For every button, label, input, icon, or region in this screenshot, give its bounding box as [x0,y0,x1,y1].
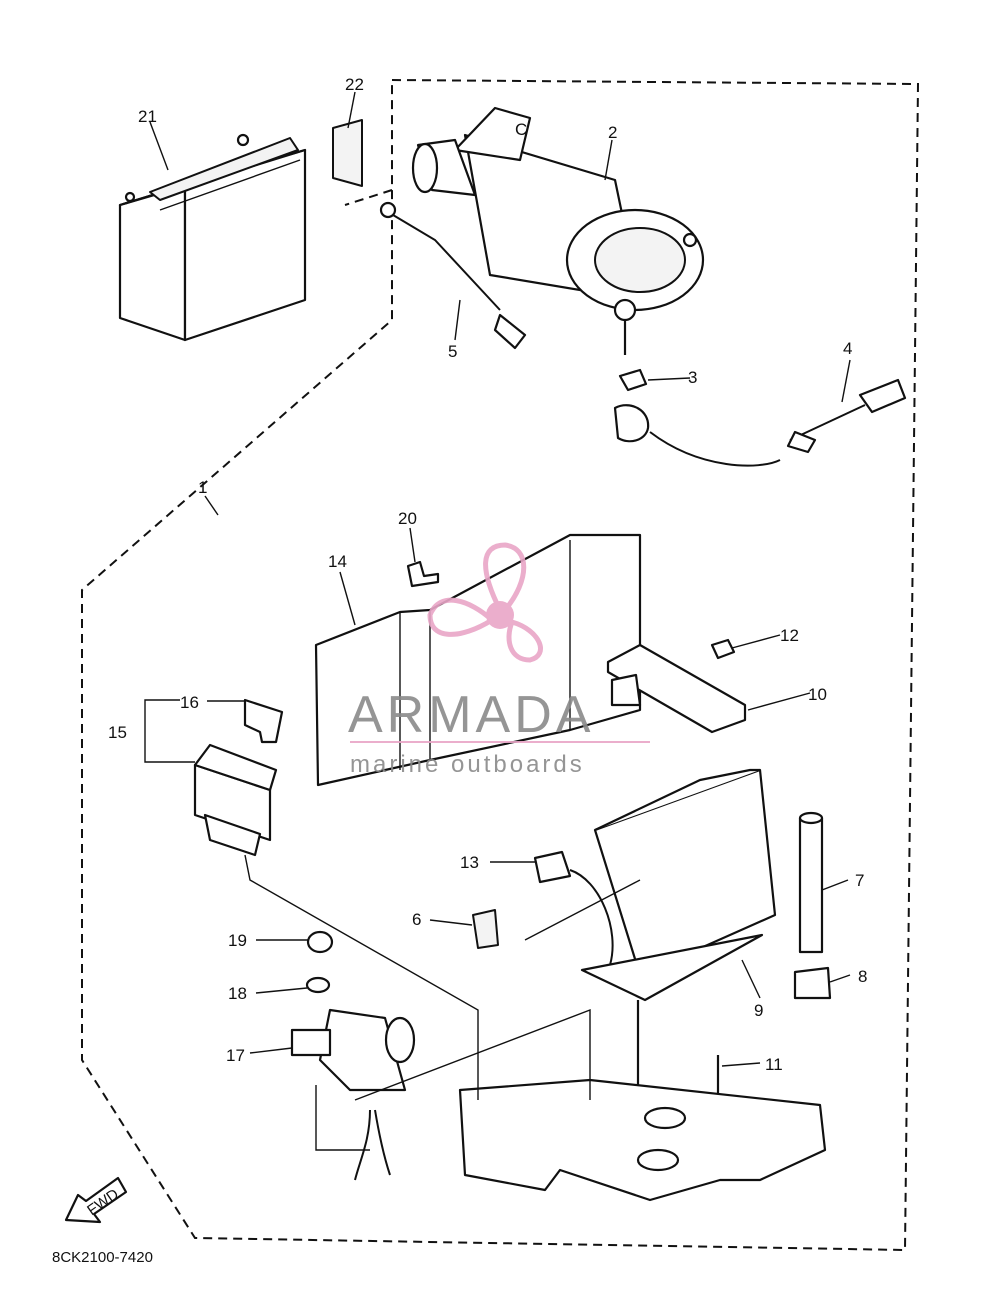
callout-4: 4 [843,339,852,358]
ecu-box-9 [580,768,777,1002]
pad-6 [472,909,499,949]
diagram-code: 8CK2100-7420 [52,1249,153,1266]
callout-numbers: 1 2 3 4 5 6 7 8 9 10 11 12 13 14 15 16 1… [108,75,867,1074]
cable-13 [569,869,614,966]
callout-10: 10 [808,685,827,704]
battery [118,133,307,342]
svg-text:C: C [515,120,527,139]
callout-7: 7 [855,871,864,890]
washer-18 [305,976,331,994]
battery-link-line [344,189,393,206]
base-plate [458,1078,827,1202]
callout-5: 5 [448,342,457,361]
callout-17: 17 [226,1046,245,1065]
callout-13: 13 [460,853,479,872]
propeller-logo-icon [427,542,543,663]
assembly-boundary [81,78,920,1252]
callout-22: 22 [345,75,364,94]
bolt-20 [406,560,440,588]
callout-16: 16 [180,693,199,712]
bracket-plate-14 [314,533,642,787]
callout-11: 11 [765,1055,783,1074]
callout-14: 14 [328,552,347,571]
callout-15: 15 [108,723,127,742]
bracket-10-tab [610,673,642,707]
relay-15 [193,743,278,857]
fwd-arrow-icon: FWD [64,1176,128,1224]
callout-19: 19 [228,931,247,950]
leader-lines [144,91,851,1151]
sleeve-7 [798,816,824,954]
callout-3: 3 [688,368,697,387]
callout-6: 6 [412,910,421,929]
watermark-subtitle: marine outboards [350,751,585,778]
callout-18: 18 [228,984,247,1003]
watermark: ARMADA marine outboards [348,542,650,778]
connector-13 [533,850,572,884]
callout-2: 2 [608,123,617,142]
grommet-8 [793,966,832,1000]
callout-1: 1 [198,478,207,497]
callout-9: 9 [754,1001,763,1020]
callout-21: 21 [138,107,157,126]
callout-12: 12 [780,626,799,645]
nut-12 [710,638,736,660]
fuse-16 [243,698,284,744]
bracket-10 [606,643,747,734]
callout-8: 8 [858,967,867,986]
starter-motor: C [411,106,705,355]
watermark-title: ARMADA [348,686,594,744]
sleeve-7-top [798,811,824,825]
spacer-19 [306,930,334,954]
callout-20: 20 [398,509,417,528]
nut-3 [618,368,648,392]
starter-cable [613,378,907,467]
rectifier-17 [290,1008,416,1181]
ground-cable [379,201,527,350]
battery-label [332,119,363,187]
